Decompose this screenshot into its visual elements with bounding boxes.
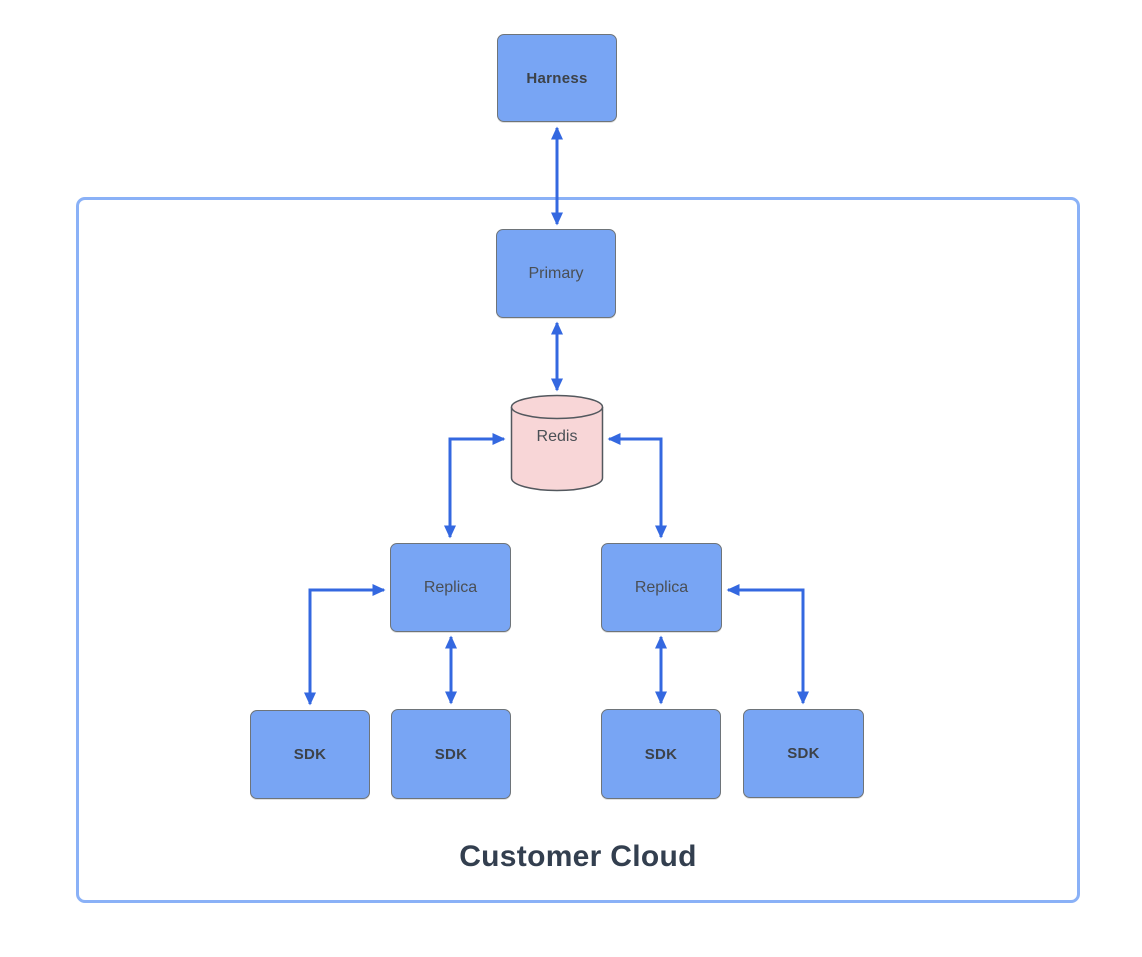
node-replica-left: Replica [390, 543, 511, 632]
node-sdk-4: SDK [743, 709, 864, 798]
node-harness: Harness [497, 34, 617, 122]
node-redis-label: Redis [536, 428, 578, 445]
node-primary: Primary [496, 229, 616, 318]
node-sdk-1: SDK [250, 710, 370, 799]
node-redis: Redis [510, 394, 604, 492]
node-sdk-3: SDK [601, 709, 721, 799]
customer-cloud-label: Customer Cloud [459, 840, 697, 873]
customer-cloud-container [76, 197, 1080, 903]
node-sdk-2: SDK [391, 709, 511, 799]
node-replica-right: Replica [601, 543, 722, 632]
cylinder-icon [510, 394, 604, 492]
